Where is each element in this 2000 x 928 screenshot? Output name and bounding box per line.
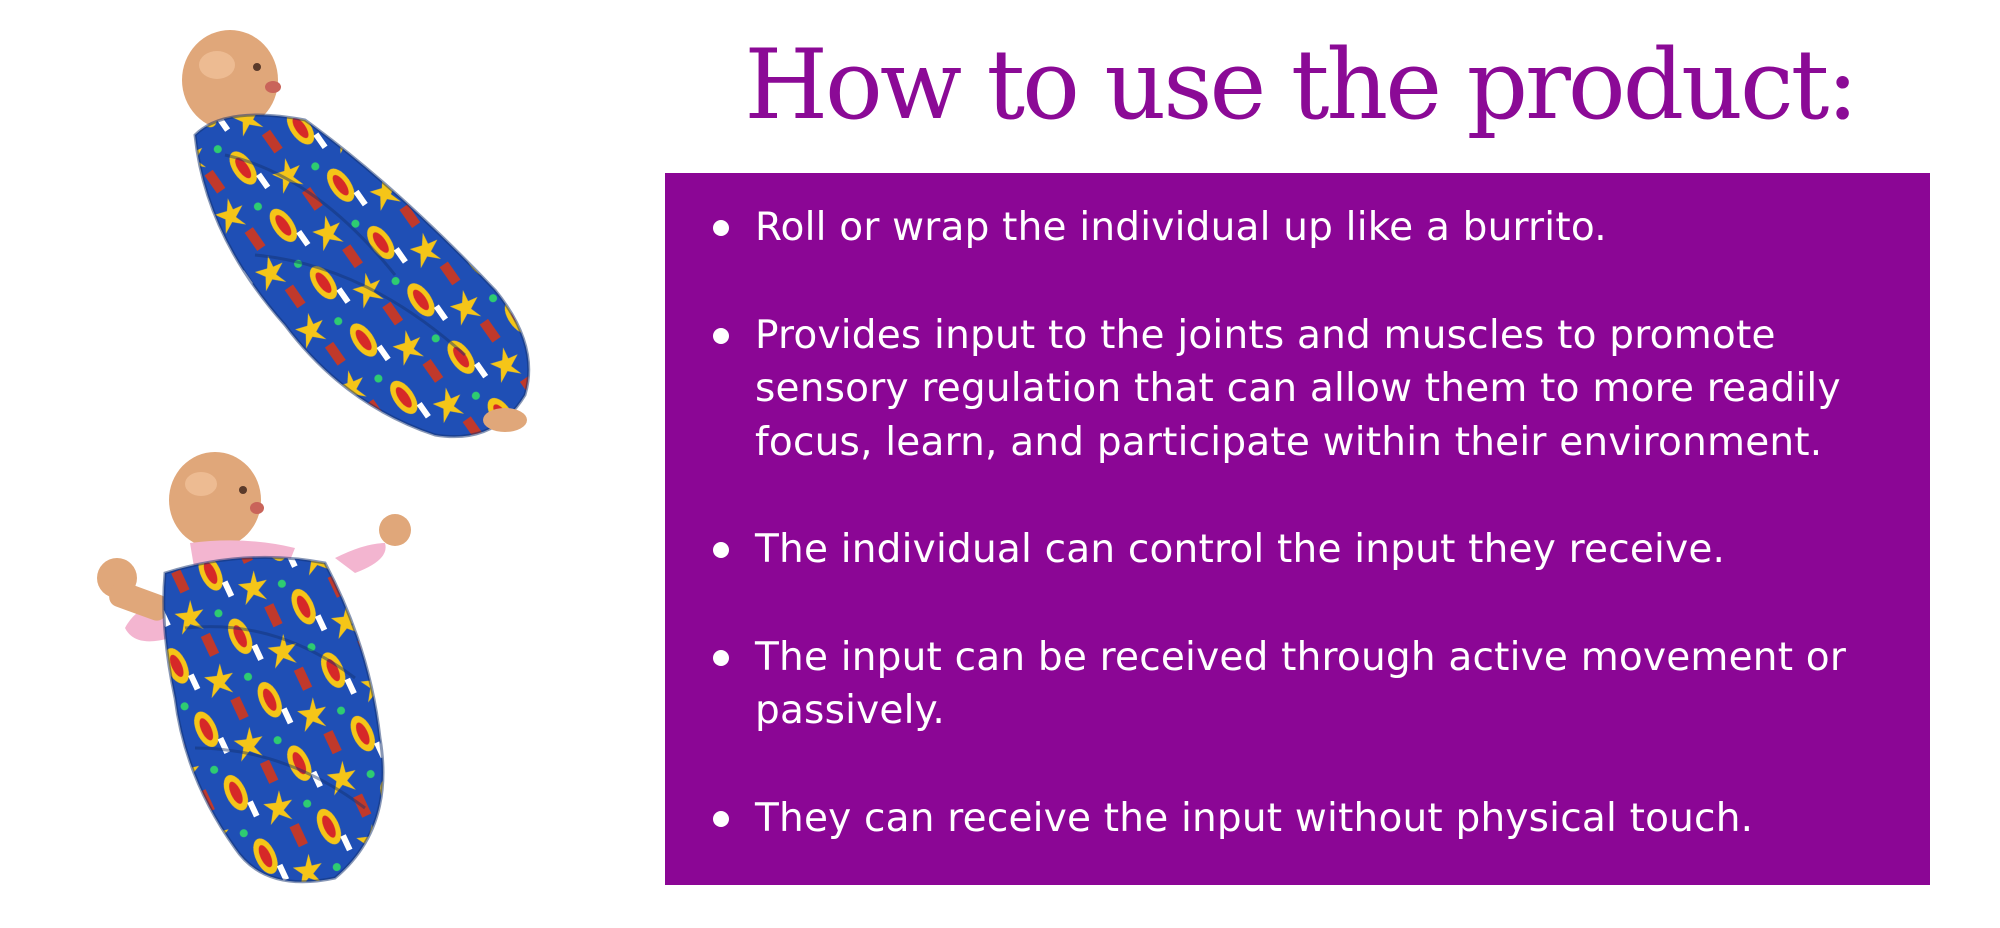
usage-bullet-list: Roll or wrap the individual up like a bu… [713,201,1903,845]
list-item: Roll or wrap the individual up like a bu… [713,201,1903,255]
list-item: The individual can control the input the… [713,523,1903,577]
bullet-text: Provides input to the joints and muscles… [755,312,1841,465]
bullet-text: Roll or wrap the individual up like a bu… [755,205,1607,250]
bullet-icon [713,810,729,827]
list-item: Provides input to the joints and muscles… [713,309,1903,470]
bullet-text: The individual can control the input the… [755,527,1726,572]
bullet-text: They can receive the input without physi… [755,795,1754,841]
list-item: They can receive the input without physi… [713,792,1903,846]
bullet-icon [713,327,729,344]
bullet-icon [713,649,729,666]
doll-swaddled-arms-in-image [165,25,545,455]
list-item: The input can be received through active… [713,631,1903,738]
bullet-icon [713,542,729,558]
doll-swaddled-arms-out-image [95,448,455,888]
page-title: How to use the product: [744,29,1858,141]
usage-instructions-panel: Roll or wrap the individual up like a bu… [665,173,1930,885]
bullet-icon [713,220,729,236]
bullet-text: The input can be received through active… [755,634,1847,734]
